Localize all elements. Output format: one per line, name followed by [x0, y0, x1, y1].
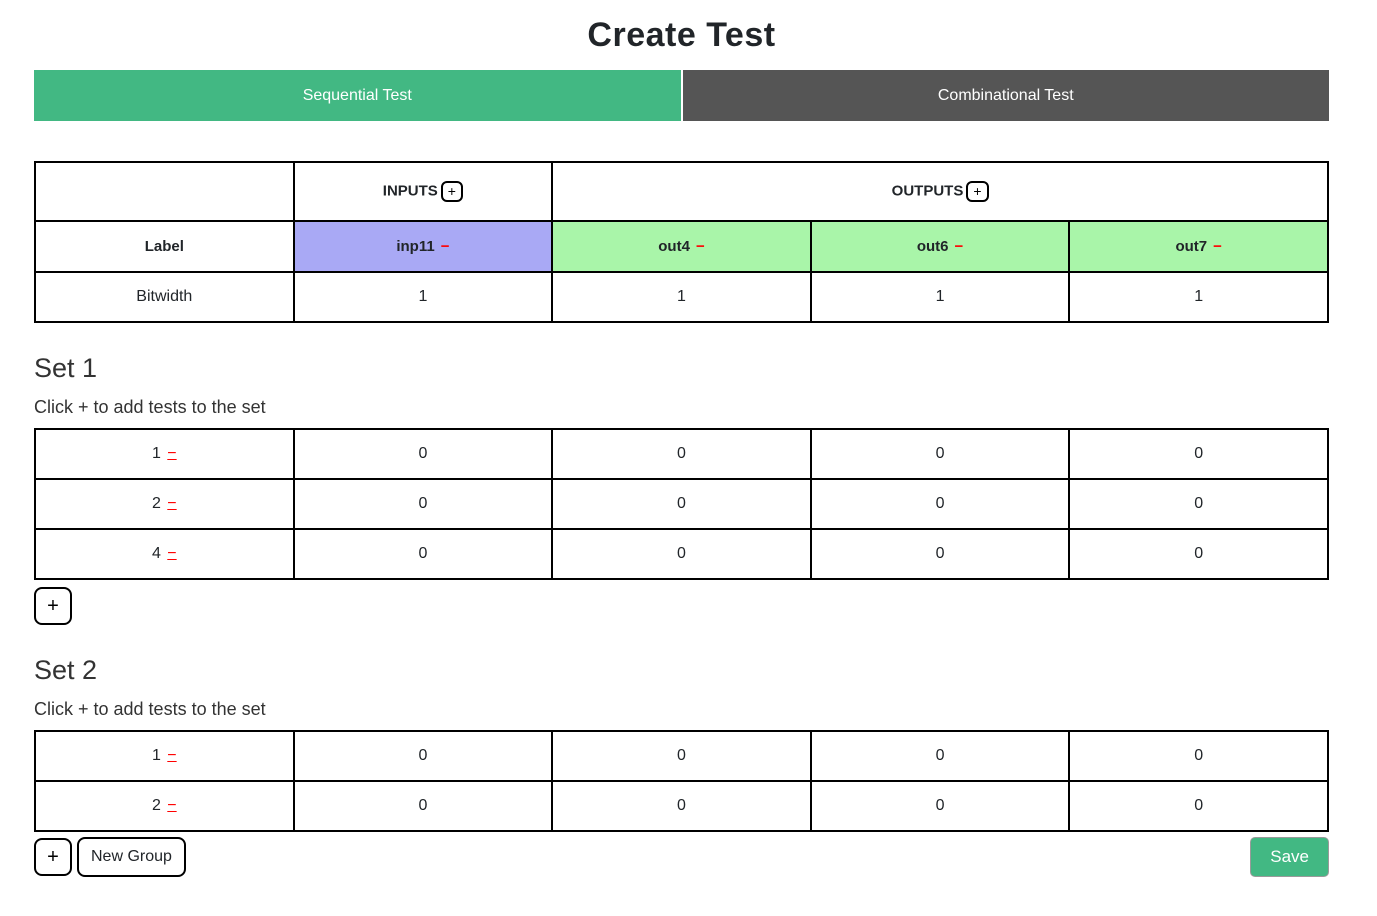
- test-value-cell[interactable]: 0: [1068, 730, 1329, 782]
- remove-input-link[interactable]: −: [440, 238, 450, 255]
- page-title: Create Test: [587, 16, 776, 54]
- test-value-cell[interactable]: 0: [292, 780, 554, 832]
- bitwidth-cell: 1: [551, 271, 812, 323]
- test-value-cell[interactable]: 0: [292, 428, 554, 480]
- create-test-page: Create Test Sequential Test Combinationa…: [34, 16, 1329, 877]
- output-name: out6: [916, 238, 949, 255]
- add-test-button-set2[interactable]: +: [34, 838, 72, 876]
- tab-sequential-test[interactable]: Sequential Test: [34, 70, 681, 121]
- input-name: inp11: [396, 238, 435, 255]
- remove-test-link[interactable]: −: [167, 747, 177, 764]
- test-row-header: 1 −: [34, 730, 295, 782]
- test-row-number: 1: [151, 445, 166, 462]
- test-row-number: 4: [151, 545, 166, 562]
- footer-left-buttons: + New Group: [34, 837, 186, 877]
- bitwidth-cell: 1: [809, 271, 1071, 323]
- tab-combinational-test[interactable]: Combinational Test: [682, 70, 1329, 121]
- test-value-cell[interactable]: 0: [292, 730, 554, 782]
- outputs-header-label: OUTPUTS: [891, 182, 964, 200]
- test-row-number: 2: [151, 797, 166, 814]
- set-title: Set 1: [34, 353, 98, 383]
- test-value-cell[interactable]: 0: [809, 428, 1071, 480]
- test-value-cell[interactable]: 0: [1068, 478, 1329, 530]
- test-row-header: 2 −: [34, 478, 295, 530]
- bitwidth-cell: 1: [1068, 271, 1329, 323]
- set-hint: Click + to add tests to the set: [34, 397, 266, 417]
- label-row-header: Label: [34, 220, 295, 273]
- set-title: Set 2: [34, 655, 98, 685]
- remove-test-link[interactable]: −: [167, 797, 177, 814]
- bitwidth-row-header: Bitwidth: [34, 271, 295, 323]
- bitwidth-cell: 1: [292, 271, 554, 323]
- test-row-header: 4 −: [34, 528, 295, 580]
- test-value-cell[interactable]: 0: [1068, 528, 1329, 580]
- input-label-cell: inp11−: [292, 220, 554, 273]
- signals-table: INPUTS+ OUTPUTS+ Label inp11−out4−out6−o…: [34, 161, 1329, 323]
- output-name: out7: [1175, 238, 1208, 255]
- test-value-cell[interactable]: 0: [809, 780, 1071, 832]
- test-value-cell[interactable]: 0: [292, 478, 554, 530]
- save-button[interactable]: Save: [1250, 837, 1329, 877]
- remove-output-link[interactable]: −: [954, 238, 964, 255]
- remove-test-link[interactable]: −: [167, 545, 177, 562]
- test-row-number: 1: [151, 747, 166, 764]
- signal-group-row: INPUTS+ OUTPUTS+: [34, 161, 1329, 222]
- test-row-number: 2: [151, 495, 166, 512]
- test-value-cell[interactable]: 0: [551, 780, 812, 832]
- remove-output-link[interactable]: −: [695, 238, 705, 255]
- inputs-header-cell: INPUTS+: [292, 161, 554, 222]
- test-value-cell[interactable]: 0: [809, 478, 1071, 530]
- output-label-cell: out6−: [809, 220, 1071, 273]
- test-value-cell[interactable]: 0: [551, 478, 812, 530]
- test-value-cell[interactable]: 0: [809, 528, 1071, 580]
- add-input-button[interactable]: +: [440, 181, 463, 202]
- test-value-cell[interactable]: 0: [551, 428, 812, 480]
- test-row-header: 2 −: [34, 780, 295, 832]
- signal-label-row: Label inp11−out4−out6−out7−: [34, 220, 1329, 273]
- add-test-button[interactable]: +: [34, 587, 72, 625]
- test-row-header: 1 −: [34, 428, 295, 480]
- test-value-cell[interactable]: 0: [1068, 428, 1329, 480]
- test-value-cell[interactable]: 0: [551, 528, 812, 580]
- new-group-button[interactable]: New Group: [77, 837, 186, 877]
- test-value-cell[interactable]: 0: [809, 730, 1071, 782]
- remove-test-link[interactable]: −: [167, 445, 177, 462]
- test-value-cell[interactable]: 0: [1068, 780, 1329, 832]
- remove-test-link[interactable]: −: [167, 495, 177, 512]
- inputs-header-label: INPUTS: [382, 182, 438, 200]
- test-value-cell[interactable]: 0: [292, 528, 554, 580]
- output-label-cell: out4−: [551, 220, 812, 273]
- footer-bar: + New Group Save: [34, 837, 1329, 877]
- output-label-cell: out7−: [1068, 220, 1329, 273]
- outputs-header-cell: OUTPUTS+: [551, 161, 1329, 222]
- remove-output-link[interactable]: −: [1213, 238, 1222, 255]
- corner-cell: [34, 161, 295, 222]
- test-type-tabs: Sequential Test Combinational Test: [34, 70, 1329, 121]
- test-value-cell[interactable]: 0: [551, 730, 812, 782]
- test-set-section-1: Set 1 Click + to add tests to the set 1 …: [34, 353, 1329, 625]
- add-output-button[interactable]: +: [966, 181, 989, 202]
- output-name: out4: [658, 238, 690, 255]
- test-set-section-2: Set 2 Click + to add tests to the set 1 …: [34, 655, 1329, 832]
- set-hint: Click + to add tests to the set: [34, 699, 266, 719]
